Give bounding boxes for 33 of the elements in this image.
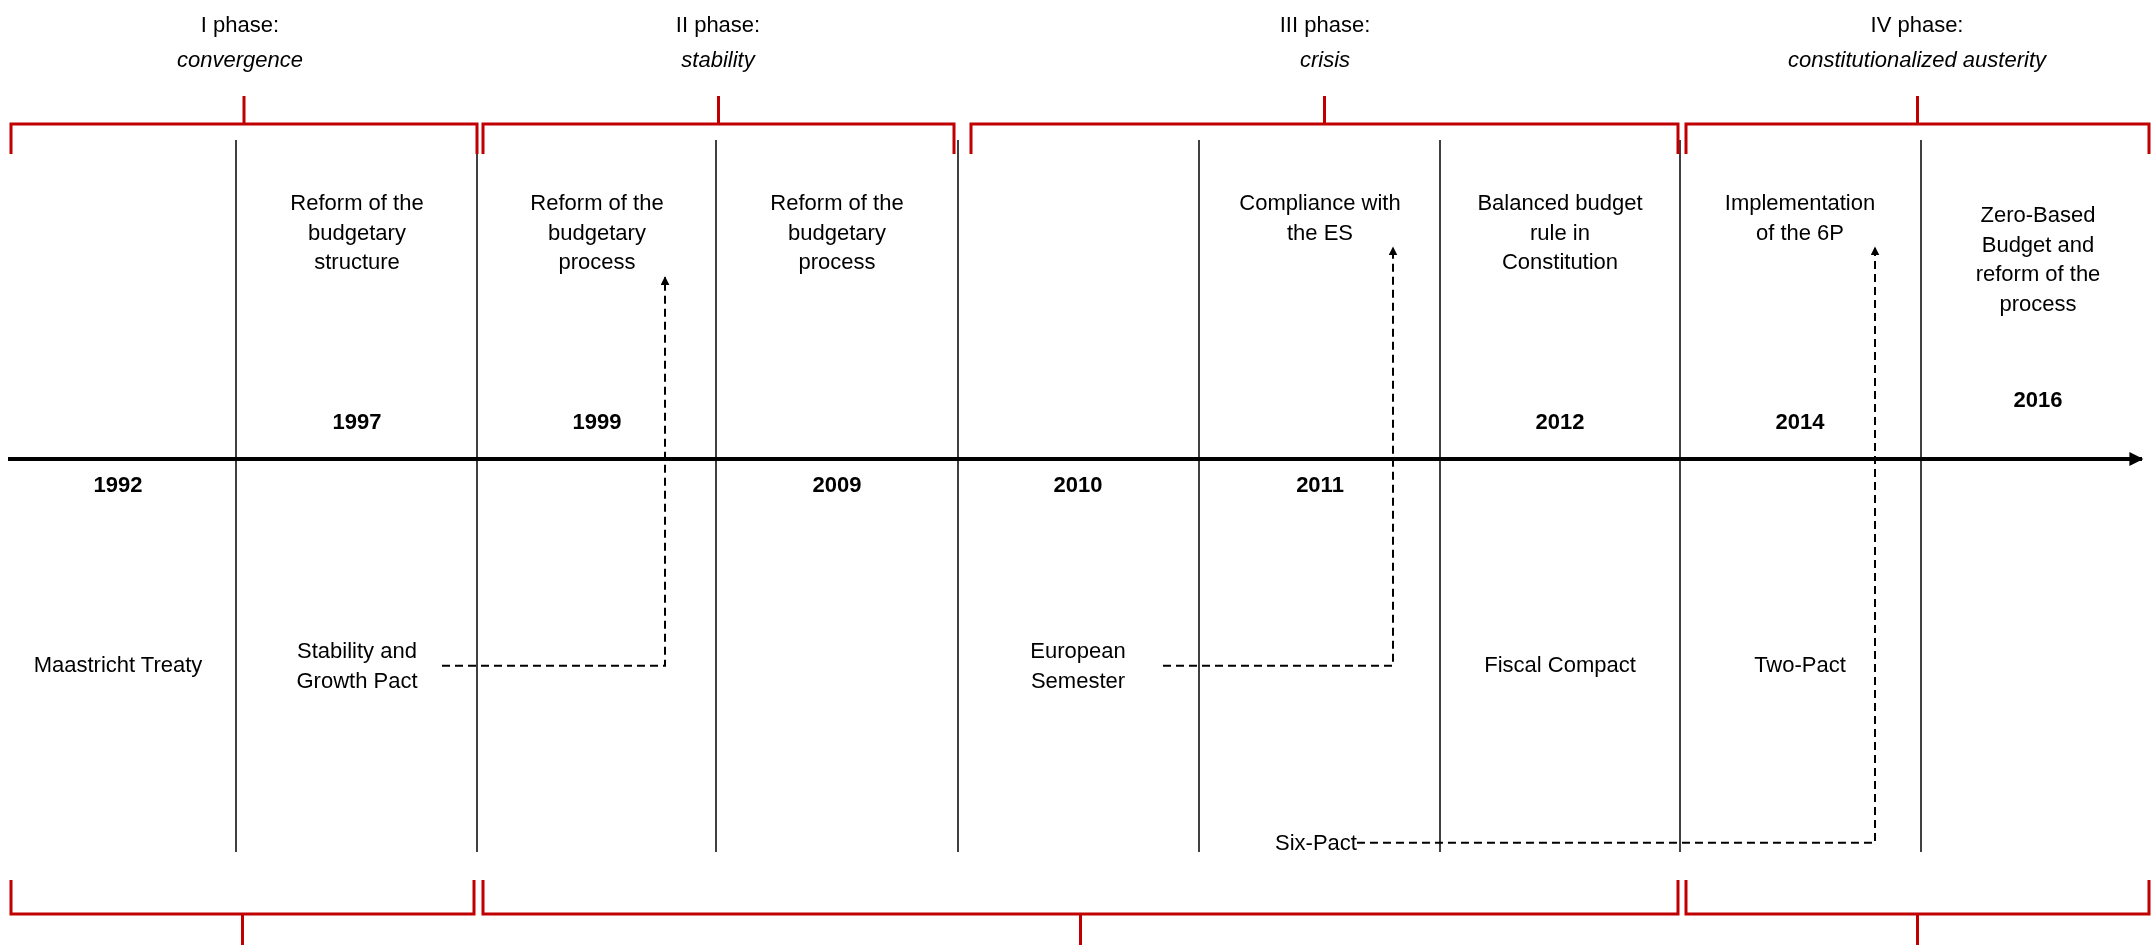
phase-label: IV phase: (1870, 11, 1964, 39)
event-text: Maastricht Treaty (33, 651, 203, 679)
event-text: Implementation of the 6P (1715, 188, 1885, 248)
event-text: Fiscal Compact (1484, 651, 1636, 679)
arrow (441, 276, 670, 667)
year-label: 2012 (1535, 408, 1585, 436)
year-label: 1992 (93, 471, 143, 499)
phase-name: constitutionalized austerity (1788, 46, 2046, 74)
year-label: 2011 (1296, 471, 1344, 499)
phase-name: stability (681, 46, 755, 74)
phase-label: I phase: (200, 11, 280, 39)
arrow (1355, 246, 1880, 844)
event-text: Reform of the budgetary process (512, 188, 682, 278)
year-label: 2014 (1775, 408, 1825, 436)
arrow (1162, 246, 1398, 667)
year-label: 2010 (1053, 471, 1103, 499)
phase-name: convergence (177, 46, 303, 74)
phase-label: III phase: (1279, 11, 1371, 39)
phase-name: crisis (1299, 46, 1351, 74)
event-text: Reform of the budgetary process (769, 189, 905, 277)
year-label: 1997 (332, 408, 382, 436)
event-text: Balanced budget rule in Constitution (1476, 189, 1644, 277)
event-text: Six-Pact (1275, 828, 1357, 858)
phase-label: II phase: (675, 11, 761, 39)
event-text: European Semester (993, 636, 1163, 696)
event-text: Two-Pact (1754, 651, 1846, 679)
event-text: Stability and Growth Pact (272, 636, 442, 696)
event-text: Reform of the budgetary structure (289, 189, 425, 277)
year-label: 2009 (812, 471, 862, 499)
year-label: 2016 (2013, 386, 2063, 414)
year-label: 1999 (572, 408, 622, 436)
event-text: Compliance with the ES (1235, 188, 1405, 248)
event-text: Zero-Based Budget and reform of the process (1974, 201, 2102, 319)
